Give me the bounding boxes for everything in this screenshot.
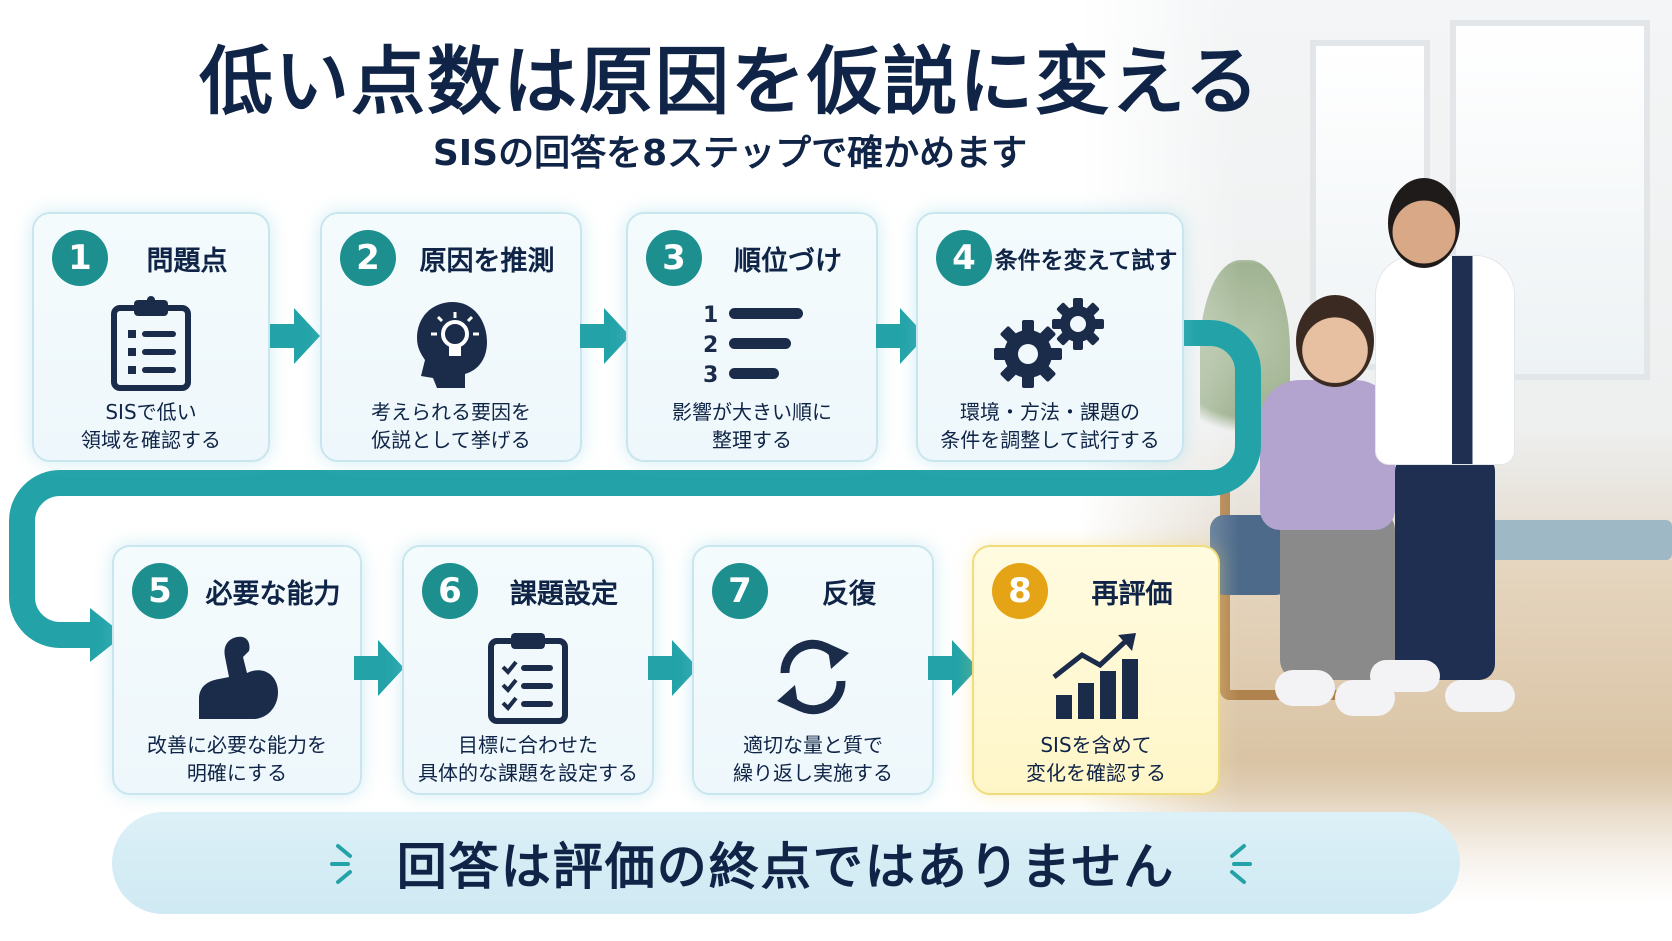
numbered-list-icon: 1 2 3	[628, 296, 876, 392]
checklist-icon	[404, 629, 652, 725]
step-number-badge: 7	[712, 563, 768, 619]
desc-line: 明確にする	[186, 761, 288, 785]
list-number: 2	[703, 333, 718, 358]
step-title: 問題点	[146, 245, 228, 277]
desc-line: 考えられる要因を	[371, 400, 531, 424]
sparkle-left-icon	[330, 844, 352, 884]
step-description: SISを含めて 変化を確認する	[982, 731, 1210, 787]
patient-shoe	[1275, 670, 1335, 706]
step-card-4: 4 条件を変えて試す	[916, 212, 1184, 462]
growth-chart-icon	[974, 629, 1218, 725]
repeat-icon	[694, 629, 932, 725]
step-title: 原因を推測	[419, 245, 555, 277]
desc-line: 繰り返し実施する	[733, 761, 893, 785]
desc-line: SISを含めて	[1040, 733, 1152, 757]
step-card-3: 3 順位づけ 1 2 3 影響が大きい順に 整理する	[626, 212, 878, 462]
step-number-badge: 3	[646, 230, 702, 286]
desc-line: 環境・方法・課題の	[960, 400, 1140, 424]
arrow-right-icon	[648, 640, 698, 696]
step-title: 必要な能力	[205, 578, 341, 610]
desc-line: 領域を確認する	[81, 428, 221, 452]
main-title: 低い点数は原因を仮説に変える	[199, 39, 1261, 125]
desc-line: 整理する	[712, 428, 792, 452]
desc-line: 条件を調整して試行する	[940, 428, 1160, 452]
patient-legs	[1280, 510, 1395, 680]
flexed-arm-icon	[114, 629, 360, 725]
desc-line: 改善に必要な能力を	[147, 733, 327, 757]
therapist-shoe	[1370, 660, 1440, 692]
step-number-badge: 5	[132, 563, 188, 619]
therapist-legs	[1395, 455, 1495, 680]
gears-icon	[918, 296, 1182, 392]
step-number-badge: 6	[422, 563, 478, 619]
step-description: 適切な量と質で 繰り返し実施する	[702, 731, 924, 787]
desc-line: 変化を確認する	[1026, 761, 1166, 785]
desc-line: 目標に合わせた	[458, 733, 598, 757]
step-title: 再評価	[1091, 578, 1173, 610]
step-description: SISで低い 領域を確認する	[42, 398, 260, 454]
desc-line: SISで低い	[105, 400, 197, 424]
list-number: 1	[703, 303, 718, 328]
arrow-right-icon	[876, 308, 926, 364]
step-number-badge: 4	[936, 230, 992, 286]
step-number-badge: 1	[52, 230, 108, 286]
arrow-right-icon	[928, 640, 978, 696]
patient-head	[1296, 295, 1374, 387]
arrow-right-icon	[354, 640, 404, 696]
step-card-8: 8 再評価 SISを含めて 変化を確認する	[972, 545, 1220, 795]
arrow-right-icon	[580, 308, 630, 364]
treatment-bed	[1460, 520, 1672, 560]
conclusion-banner: 回答は評価の終点ではありません	[112, 812, 1460, 914]
step-description: 改善に必要な能力を 明確にする	[122, 731, 352, 787]
head-lightbulb-icon	[322, 296, 580, 392]
step-description: 目標に合わせた 具体的な課題を設定する	[412, 731, 644, 787]
therapist-body	[1375, 255, 1515, 465]
step-title: 条件を変えて試す	[994, 248, 1178, 274]
step-title: 反復	[822, 578, 876, 610]
desc-line: 適切な量と質で	[743, 733, 883, 757]
sparkle-right-icon	[1230, 844, 1252, 884]
conclusion-text: 回答は評価の終点ではありません	[396, 838, 1176, 896]
step-description: 環境・方法・課題の 条件を調整して試行する	[926, 398, 1174, 454]
therapist-shoe	[1445, 680, 1515, 712]
step-card-1: 1 問題点 SISで低い 領域を確認する	[32, 212, 270, 462]
arrow-right-icon	[270, 308, 320, 364]
subtitle: SISの回答を8ステップで確かめます	[432, 133, 1028, 174]
desc-line: 仮説として挙げる	[371, 428, 531, 452]
step-number-badge: 2	[340, 230, 396, 286]
patient-body	[1260, 380, 1395, 530]
step-title: 課題設定	[510, 578, 618, 610]
desc-line: 具体的な課題を設定する	[418, 761, 638, 785]
list-number: 3	[703, 363, 718, 388]
step-card-6: 6 課題設定 目標に合わせた 具体的な課題を設定する	[402, 545, 654, 795]
step-description: 影響が大きい順に 整理する	[636, 398, 868, 454]
step-card-7: 7 反復 適切な量と質で 繰り返し実施する	[692, 545, 934, 795]
desc-line: 影響が大きい順に	[672, 400, 832, 424]
step-card-5: 5 必要な能力 改善に必要な能力を 明確にする	[112, 545, 362, 795]
step-card-2: 2 原因を推測 考えられる要因を 仮説として挙げる	[320, 212, 582, 462]
step-title: 順位づけ	[734, 245, 842, 277]
clipboard-list-icon	[34, 296, 268, 392]
step-description: 考えられる要因を 仮説として挙げる	[330, 398, 572, 454]
step-number-badge: 8	[992, 563, 1048, 619]
therapist-head	[1388, 178, 1460, 268]
